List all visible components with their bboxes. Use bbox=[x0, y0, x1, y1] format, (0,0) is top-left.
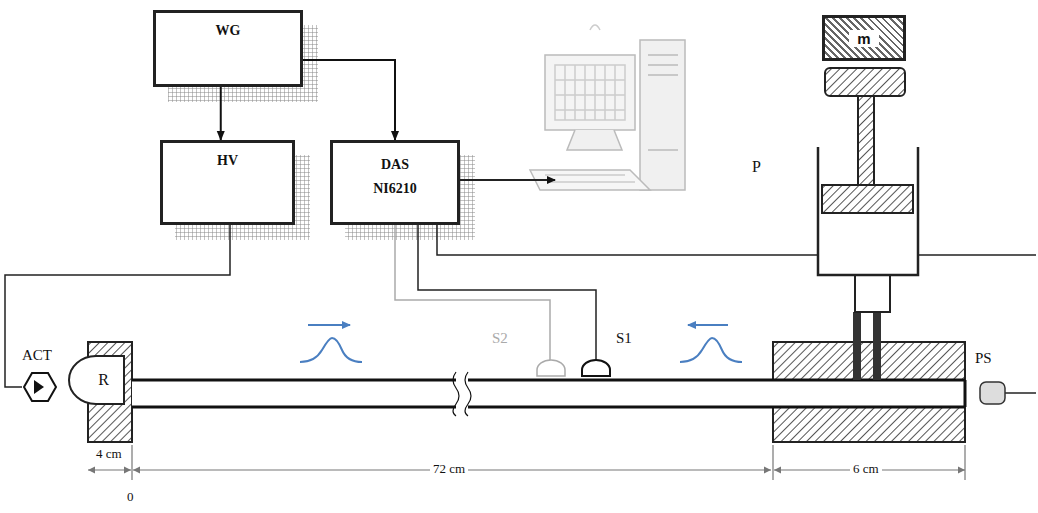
sensor-label: S1 bbox=[616, 330, 632, 347]
box-text: m bbox=[849, 30, 878, 47]
pulses bbox=[300, 325, 742, 362]
box-text: DAS NI6210 bbox=[360, 153, 430, 201]
dimensions bbox=[88, 445, 965, 480]
dimension-label: 6 cm bbox=[850, 462, 882, 476]
box-text: WG bbox=[216, 23, 241, 39]
box-text: R bbox=[98, 371, 109, 389]
reflector-dome: R bbox=[68, 355, 125, 405]
dimension-label: 72 cm bbox=[430, 462, 468, 476]
piston-assembly bbox=[818, 68, 918, 380]
wave-generator-box: WG bbox=[153, 10, 303, 87]
connector-arrow bbox=[220, 87, 222, 140]
high-voltage-box: HV bbox=[160, 140, 295, 225]
origin-label: 0 bbox=[127, 490, 134, 504]
actuator-symbol bbox=[24, 373, 56, 401]
dome-outline bbox=[68, 355, 125, 405]
connector-arrow bbox=[303, 60, 395, 140]
tube bbox=[132, 342, 965, 442]
piston-label: P bbox=[752, 158, 761, 176]
pressure-sensor bbox=[980, 382, 1005, 404]
actuator-label: ACT bbox=[22, 347, 52, 364]
daq-box: DAS NI6210 bbox=[330, 140, 460, 225]
dimension-label: 4 cm bbox=[93, 447, 125, 461]
box-text: HV bbox=[217, 153, 238, 169]
sensors bbox=[537, 360, 610, 376]
mass-box: m bbox=[822, 15, 906, 61]
pressure-sensor-label: PS bbox=[975, 350, 992, 367]
sensor-label: S2 bbox=[492, 330, 508, 347]
computer-icon bbox=[530, 25, 685, 190]
